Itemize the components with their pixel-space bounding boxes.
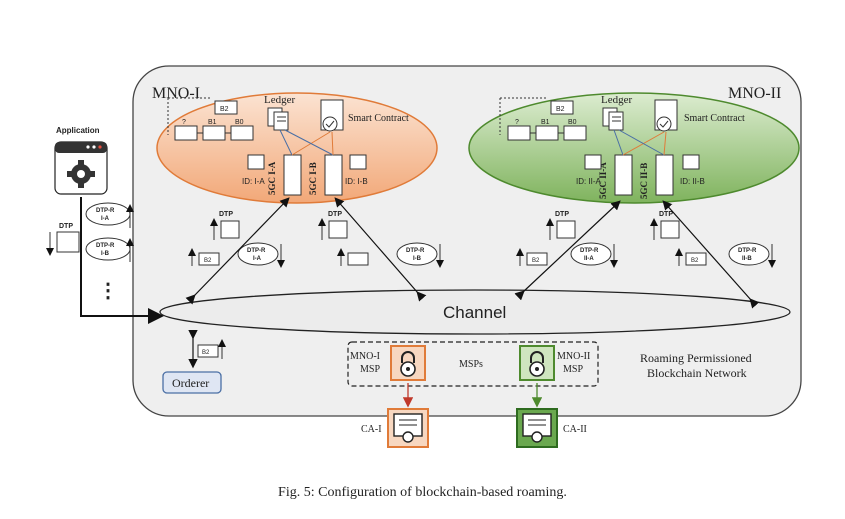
ledger-label: Ledger <box>264 94 295 106</box>
application-panel: Application <box>54 126 108 195</box>
dtpr-label: DTP-R <box>247 248 266 254</box>
peer-ii-a-label: 5GC II-A <box>598 162 608 199</box>
application-titlebar <box>55 142 107 153</box>
id-ii-a-label: ID: II-A <box>576 177 602 186</box>
id-card-icon <box>247 154 265 170</box>
dtp-message-icon <box>660 220 680 239</box>
chain-b0-label: B0 <box>235 119 244 126</box>
id-i-a-label: ID: I-A <box>242 177 265 186</box>
more-dots: ⋮ <box>98 280 118 302</box>
msp1-label-line1: MNO-I <box>350 351 380 362</box>
channel-label: Channel <box>443 303 506 322</box>
msp1-label-line2: MSP <box>360 364 380 375</box>
channel-ellipse <box>159 289 791 335</box>
chain-block-icon <box>230 125 254 141</box>
ca2-label: CA-II <box>563 424 587 435</box>
peer-i-b-icon <box>324 154 343 196</box>
left-messages: DTP DTP-R I-A DTP-R I-B ⋮ <box>46 202 134 302</box>
peer-channel-links <box>185 197 760 309</box>
chain-block-icon <box>202 125 226 141</box>
ca1-label: CA-I <box>361 424 382 435</box>
dtp-label: DTP <box>555 211 569 218</box>
dtpr-id-label: I-A <box>253 256 262 262</box>
b2-label: B2 <box>202 350 210 356</box>
id-card-icon <box>349 154 367 170</box>
dtp-label: DTP <box>328 211 342 218</box>
msp2-label-line1: MNO-II <box>557 351 590 362</box>
block-b2-icon <box>347 252 369 266</box>
chain-block-icon <box>507 125 531 141</box>
chain-block-icon <box>174 125 198 141</box>
chain-block-icon <box>563 125 587 141</box>
mno2-ellipse <box>468 92 800 204</box>
b2-label: B2 <box>204 258 212 264</box>
peer-i-a-icon <box>283 154 302 196</box>
id-card-icon <box>682 154 700 170</box>
dtp-message-icon <box>56 231 80 253</box>
application-label: Application <box>56 126 100 135</box>
peer-i-b-label: 5GC I-B <box>308 162 318 195</box>
dtpr-id-label: I-B <box>413 256 422 262</box>
app-channel-arrow <box>80 197 164 324</box>
dtpr-label: DTP-R <box>96 243 115 249</box>
smart-contract-label: Smart Contract <box>348 113 409 124</box>
lock-icon <box>529 351 545 377</box>
dtpr-id-label: I-A <box>101 216 110 222</box>
id-card-icon <box>584 154 602 170</box>
mno1-ellipse <box>156 92 438 204</box>
block-b2-icon <box>550 100 574 115</box>
b2-label: B2 <box>532 258 540 264</box>
dtp-label: DTP <box>659 211 673 218</box>
ledger-label: Ledger <box>601 94 632 106</box>
mno2-label: MNO-II <box>728 85 781 102</box>
id-ii-b-label: ID: II-B <box>680 177 705 186</box>
mno1-internals: B2 ? B1 B0 Ledger Smart Contract 5GC I-A… <box>167 94 409 196</box>
b2-label: B2 <box>691 258 699 264</box>
block-b2-icon <box>197 344 219 358</box>
chain-b1-label: B1 <box>541 119 550 126</box>
certificate-icon <box>522 413 552 443</box>
lock-icon <box>400 351 416 377</box>
gear-icon <box>67 160 95 188</box>
mno1-label: MNO-I <box>152 85 200 102</box>
mno2-internals: B2 ? B1 B0 Ledger Smart Contract 5GC II-… <box>499 94 745 199</box>
block-b2-label: B2 <box>556 106 565 113</box>
dtpr-label: DTP-R <box>580 248 599 254</box>
dtp-message-icon <box>556 220 576 239</box>
network-label-line1: Roaming Permissioned <box>640 351 752 365</box>
dtpr-label: DTP-R <box>96 208 115 214</box>
smart-contract-label: Smart Contract <box>684 113 745 124</box>
block-b2-icon <box>214 100 238 115</box>
certificate-icon <box>393 413 423 443</box>
peer-ii-b-label: 5GC II-B <box>639 163 649 199</box>
network-label-line2: Blockchain Network <box>647 366 747 380</box>
orderer-label: Orderer <box>172 376 209 390</box>
orderer-box <box>162 371 222 394</box>
msps-box <box>347 341 599 387</box>
dtpr-id-label: II-B <box>742 256 752 262</box>
block-b2-label: B2 <box>220 106 229 113</box>
dtp-label: DTP <box>59 223 73 230</box>
dtp-message-icon <box>220 220 240 239</box>
id-i-b-label: ID: I-B <box>345 177 368 186</box>
chain-b1-label: B1 <box>208 119 217 126</box>
chain-q-label: ? <box>515 119 519 126</box>
chain-b0-label: B0 <box>568 119 577 126</box>
peer-ii-b-icon <box>655 154 674 196</box>
dtp-message-icon <box>328 220 348 239</box>
dtpr-id-label: II-A <box>584 256 594 262</box>
peer-ii-a-icon <box>614 154 633 196</box>
peer-i-a-label: 5GC I-A <box>267 161 277 195</box>
msp2-label-line2: MSP <box>563 364 583 375</box>
chain-q-label: ? <box>182 119 186 126</box>
dtp-label: DTP <box>219 211 233 218</box>
msps-label: MSPs <box>459 359 483 370</box>
figure-caption: Fig. 5: Configuration of blockchain-base… <box>278 485 567 500</box>
chain-block-icon <box>535 125 559 141</box>
dtpr-label: DTP-R <box>738 248 757 254</box>
dtpr-id-label: I-B <box>101 251 110 257</box>
dtpr-label: DTP-R <box>406 248 425 254</box>
